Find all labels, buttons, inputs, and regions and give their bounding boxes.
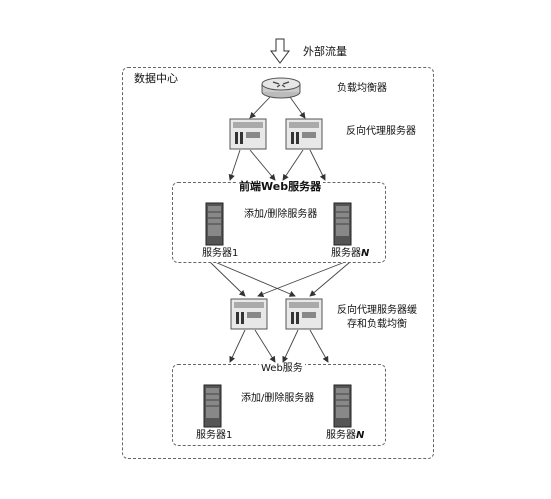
frontend-group-title: 前端Web服务器 (237, 180, 324, 193)
web-add-remove-label: 添加/删除服务器 (241, 393, 315, 404)
reverse-proxy-label: 反向代理服务器 (346, 126, 416, 137)
server-tower-icon (205, 202, 224, 246)
frontend-serverN-label: 服务器N (331, 248, 370, 259)
data-center-boundary (122, 67, 434, 459)
traffic-arrow-icon (270, 38, 290, 64)
cache-proxy-server-icon (230, 298, 268, 330)
load-balancer-label: 负载均衡器 (337, 83, 387, 94)
web-serverN-label: 服务器N (326, 430, 365, 441)
external-traffic-label: 外部流量 (303, 45, 347, 58)
frontend-add-remove-label: 添加/删除服务器 (244, 209, 318, 220)
server-tower-icon (203, 384, 222, 428)
data-center-label: 数据中心 (134, 72, 178, 85)
reverse-proxy-server-icon (285, 118, 323, 150)
load-balancer-router-icon (261, 77, 301, 99)
server-tower-icon (333, 384, 352, 428)
server-tower-icon (333, 202, 352, 246)
frontend-server1-label: 服务器1 (202, 248, 239, 259)
web-group-title: Web服务 (259, 363, 305, 375)
proxy-cache-label-line2: 存和负载均衡 (347, 319, 407, 330)
cache-proxy-server-icon (285, 298, 323, 330)
proxy-cache-label-line1: 反向代理服务器缓 (337, 305, 417, 316)
reverse-proxy-server-icon (229, 118, 267, 150)
web-server1-label: 服务器1 (196, 430, 233, 441)
